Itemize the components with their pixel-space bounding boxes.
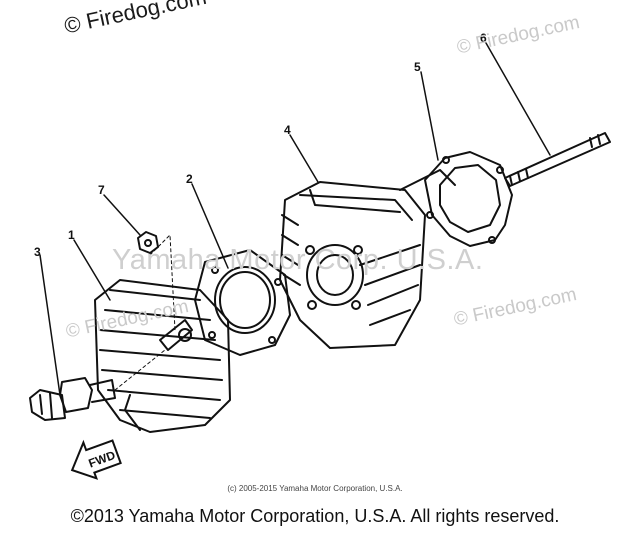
assembly-dash-lines <box>114 234 176 391</box>
copyright-small: (c) 2005-2015 Yamaha Motor Corporation, … <box>227 484 403 493</box>
copyright-main: ©2013 Yamaha Motor Corporation, U.S.A. A… <box>70 506 560 526</box>
part-label-2: 2 <box>186 172 193 186</box>
cylinder-head-part <box>94 279 231 433</box>
part-label-1: 1 <box>68 228 75 242</box>
part-label-4: 4 <box>284 123 291 137</box>
watermark-center: Yamaha Motor Corp. U.S.A. <box>112 244 484 276</box>
head-gasket-part <box>194 249 291 356</box>
forward-arrow-icon <box>70 439 122 480</box>
part-label-3: 3 <box>34 245 41 259</box>
nut-part <box>137 231 159 254</box>
stud-bolt-part <box>504 132 611 187</box>
leader-lines <box>39 42 551 396</box>
spark-plug-part <box>29 377 116 421</box>
part-label-6: 6 <box>480 31 487 45</box>
base-gasket-part <box>424 151 513 247</box>
part-label-7: 7 <box>98 183 105 197</box>
cylinder-block-part <box>279 169 456 349</box>
part-label-5: 5 <box>414 60 421 74</box>
